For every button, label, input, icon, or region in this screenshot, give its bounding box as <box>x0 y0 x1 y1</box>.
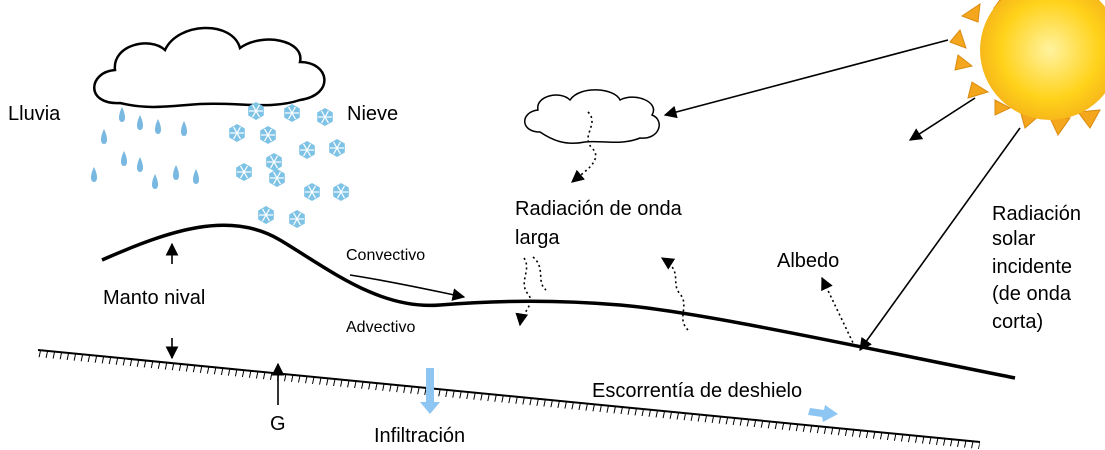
solar-label-line2: solar <box>992 228 1036 250</box>
raindrop-icon <box>181 121 187 136</box>
ground-surface <box>37 349 981 449</box>
raindrop-icon <box>193 169 199 184</box>
longwave-label-line2: larga <box>515 227 560 249</box>
snowflake-icon <box>284 104 300 122</box>
solar-label-line5: corta) <box>992 311 1043 333</box>
snowflake-icon <box>333 183 349 201</box>
solar-label-line1: Radiación <box>992 203 1081 225</box>
raindrop-icon <box>173 165 179 180</box>
snowflake-icon <box>248 102 264 120</box>
solar-radiation-arrows <box>663 39 1021 352</box>
infiltration-arrow <box>420 368 440 414</box>
snowpack-label: Manto nival <box>103 287 205 309</box>
meltwater-runoff-arrow <box>808 405 838 422</box>
snowflake-icon <box>236 163 252 181</box>
raindrop-icon <box>119 107 125 122</box>
rain-label: Lluvia <box>8 103 61 125</box>
raindrop-icon <box>152 174 158 189</box>
raindrop-icon <box>137 115 143 130</box>
albedo-label: Albedo <box>777 250 839 272</box>
snowflake-icon <box>329 139 345 157</box>
advective-label: Advectivo <box>346 319 415 336</box>
snowflake-icon <box>266 153 282 171</box>
convective-arrow <box>349 274 466 301</box>
rain-drops <box>91 107 199 189</box>
raindrop-icon <box>155 119 161 134</box>
longwave-label-line1: Radiación de onda <box>515 198 683 220</box>
raindrop-icon <box>137 157 143 172</box>
raindrop-icon <box>91 167 97 182</box>
snowflake-icon <box>289 210 305 228</box>
convective-label: Convectivo <box>346 247 425 264</box>
solar-label-line3: incidente <box>992 256 1072 278</box>
solar-label-line4: (de onda <box>992 283 1072 305</box>
snowflake-icon <box>317 108 333 126</box>
snowflake-icon <box>304 183 320 201</box>
meltwater-runoff-label: Escorrentía de deshielo <box>592 380 802 402</box>
infiltration-label: Infiltración <box>374 425 465 447</box>
storm-cloud-icon <box>93 26 326 109</box>
snowflake-icon <box>260 126 276 144</box>
snow-label: Nieve <box>347 103 398 125</box>
snowflake-icon <box>299 141 315 159</box>
raindrop-icon <box>101 129 107 144</box>
snowflake-icon <box>269 169 285 187</box>
longwave-arrows <box>515 111 689 331</box>
sun-icon <box>949 0 1105 136</box>
snowflake-icon <box>229 124 245 142</box>
snowpack-surface <box>101 223 1016 380</box>
snowflake-icon <box>258 206 274 224</box>
ground-heat-label: G <box>270 413 286 435</box>
albedo-arrow <box>821 276 856 348</box>
raindrop-icon <box>121 151 127 166</box>
snowflakes <box>229 102 349 228</box>
